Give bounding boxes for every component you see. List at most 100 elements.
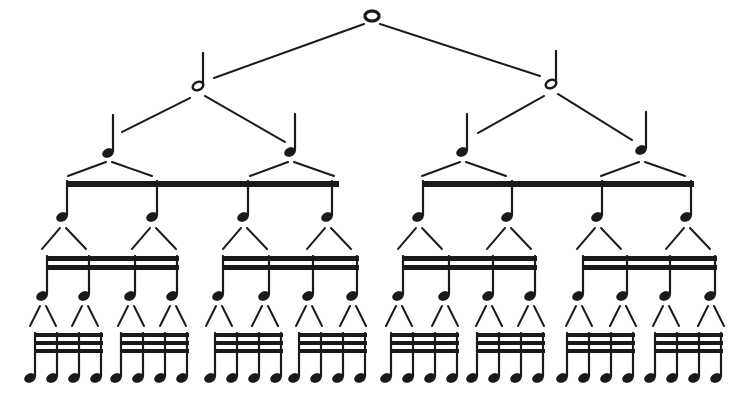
branch-eighth0-right — [65, 227, 87, 250]
thirty-second-beam-c-5 — [476, 349, 545, 353]
branch-sixteenth4-left — [205, 305, 217, 327]
sixteenth-note-head-12 — [572, 291, 584, 301]
branch-sixteenth3-right — [175, 305, 187, 327]
branch-quarter2-left — [421, 161, 461, 177]
sixteenth-beam-b-1 — [222, 265, 359, 270]
thirty-second-beam-a-0 — [34, 333, 103, 337]
branch-eighth6-right — [600, 227, 622, 250]
thirty-second-beam-b-0 — [34, 341, 103, 345]
branch-half1-left — [477, 95, 545, 134]
thirty-second-note-head-16 — [380, 373, 392, 383]
branch-eighth5-right — [510, 227, 532, 250]
eighth-note-head-4 — [412, 212, 424, 222]
eighth-note-head-2 — [237, 212, 249, 222]
branch-quarter2-right — [465, 161, 507, 177]
thirty-second-note-head-6 — [154, 373, 166, 383]
branch-half0-left — [121, 97, 191, 133]
thirty-second-note-head-8 — [204, 373, 216, 383]
branch-sixteenth2-left — [117, 305, 129, 327]
thirty-second-beam-c-0 — [34, 349, 103, 353]
branch-sixteenth0-right — [45, 305, 57, 327]
thirty-second-note-head-17 — [402, 373, 414, 383]
thirty-second-note-head-28 — [644, 373, 656, 383]
thirty-second-beam-b-3 — [298, 341, 367, 345]
branch-eighth2-left — [222, 227, 242, 250]
thirty-second-note-head-31 — [710, 373, 722, 383]
thirty-second-beam-a-4 — [390, 333, 459, 337]
thirty-second-beam-b-5 — [476, 341, 545, 345]
sixteenth-note-head-7 — [346, 291, 358, 301]
thirty-second-beam-a-1 — [120, 333, 189, 337]
sixteenth-beam-a-2 — [402, 256, 537, 261]
thirty-second-beam-b-1 — [120, 341, 189, 345]
branch-sixteenth10-right — [491, 305, 503, 327]
eighth-note-head-0 — [56, 212, 68, 222]
sixteenth-note-head-13 — [616, 291, 628, 301]
thirty-second-beam-c-1 — [120, 349, 189, 353]
branch-sixteenth12-right — [581, 305, 593, 327]
branch-sixteenth6-right — [311, 305, 323, 327]
eighth-note-head-5 — [501, 212, 513, 222]
thirty-second-note-head-30 — [688, 373, 700, 383]
thirty-second-note-head-12 — [288, 373, 300, 383]
thirty-second-note-head-4 — [110, 373, 122, 383]
thirty-second-beam-c-2 — [214, 349, 283, 353]
thirty-second-note-head-24 — [556, 373, 568, 383]
thirty-second-beam-a-7 — [654, 333, 723, 337]
thirty-second-beam-c-3 — [298, 349, 367, 353]
branch-eighth4-left — [397, 227, 417, 250]
sixteenth-note-head-10 — [482, 291, 494, 301]
sixteenth-note-head-2 — [124, 291, 136, 301]
sixteenth-beam-b-3 — [582, 265, 717, 270]
sixteenth-note-head-14 — [659, 291, 671, 301]
branch-sixteenth9-right — [447, 305, 459, 327]
thirty-second-note-head-11 — [270, 373, 282, 383]
branch-eighth7-right — [689, 227, 711, 250]
sixteenth-note-head-11 — [524, 291, 536, 301]
sixteenth-beam-a-1 — [222, 256, 359, 261]
branch-sixteenth13-left — [609, 305, 621, 327]
thirty-second-beam-c-7 — [654, 349, 723, 353]
thirty-second-note-head-19 — [446, 373, 458, 383]
branch-eighth7-left — [665, 227, 685, 250]
sixteenth-note-head-1 — [78, 291, 90, 301]
thirty-second-beam-c-6 — [566, 349, 635, 353]
thirty-second-note-head-23 — [532, 373, 544, 383]
branch-quarter0-left — [67, 161, 107, 177]
thirty-second-note-head-15 — [354, 373, 366, 383]
branch-sixteenth3-left — [159, 305, 171, 327]
sixteenth-note-head-9 — [438, 291, 450, 301]
sixteenth-note-head-4 — [212, 291, 224, 301]
branch-quarter3-left — [600, 161, 640, 177]
thirty-second-note-head-5 — [132, 373, 144, 383]
thirty-second-note-head-22 — [510, 373, 522, 383]
branch-sixteenth14-left — [652, 305, 664, 327]
sixteenth-note-head-6 — [302, 291, 314, 301]
branch-half0-right — [204, 95, 286, 143]
whole-note — [363, 9, 381, 23]
thirty-second-beam-b-7 — [654, 341, 723, 345]
thirty-second-note-head-27 — [622, 373, 634, 383]
quarter-note-head-1 — [284, 147, 296, 157]
thirty-second-note-head-26 — [600, 373, 612, 383]
branch-sixteenth7-right — [355, 305, 367, 327]
branch-eighth3-left — [306, 227, 326, 250]
sixteenth-beam-b-0 — [46, 265, 179, 270]
thirty-second-note-head-7 — [176, 373, 188, 383]
quarter-note-head-2 — [456, 147, 468, 157]
eighth-note-head-6 — [591, 212, 603, 222]
thirty-second-note-head-20 — [466, 373, 478, 383]
thirty-second-note-head-1 — [46, 373, 58, 383]
branch-eighth2-right — [246, 227, 268, 250]
branch-sixteenth10-left — [475, 305, 487, 327]
thirty-second-note-head-29 — [666, 373, 678, 383]
branch-eighth1-right — [155, 227, 177, 250]
branch-whole-left — [213, 23, 365, 79]
eighth-note-head-7 — [680, 212, 692, 222]
branch-sixteenth9-left — [431, 305, 443, 327]
thirty-second-beam-a-6 — [566, 333, 635, 337]
sixteenth-beam-a-0 — [46, 256, 179, 261]
branch-sixteenth2-right — [133, 305, 145, 327]
branch-sixteenth8-right — [401, 305, 413, 327]
